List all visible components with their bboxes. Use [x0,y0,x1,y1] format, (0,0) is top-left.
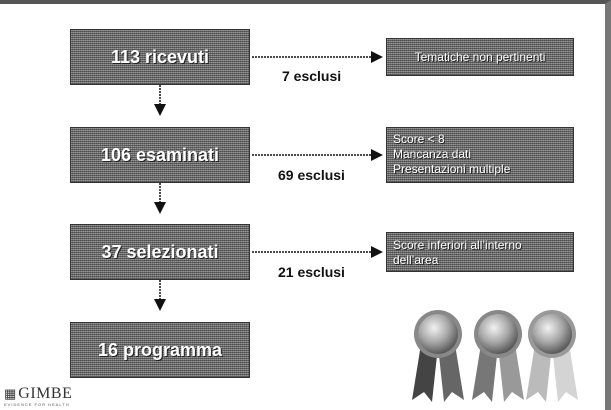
reason-line: Score < 8 [393,132,445,146]
flow-box-received: 113 ricevuti [70,29,250,85]
reason-line: Score inferiori all’interno [393,238,522,252]
reason-line: Mancanza dati [393,147,472,161]
reason-line: Presentazioni multiple [393,162,511,176]
excluded-count-1: 7 esclusi [282,68,342,84]
excluded-count-2: 69 esclusi [278,167,345,183]
flow-box-label: 113 ricevuti [110,46,210,67]
gimbe-logo-icon: ▦ [4,386,17,401]
excluded-count-3: 21 esclusi [278,264,345,280]
reason-box-3: Score inferiori all’interno dell’area [386,232,574,272]
reason-line: dell’area [393,253,439,267]
logo-tagline: EVIDENCE FOR HEALTH [4,402,70,407]
gimbe-logo: ▦ GIMBE [4,386,72,408]
logo-text: GIMBE [18,385,73,402]
flow-box-label: 16 programma [97,339,223,360]
flow-box-label: 37 selezionati [101,241,219,262]
reason-box-1: Tematiche non pertinenti [386,38,574,76]
reason-box-2: Score < 8 Mancanza dati Presentazioni mu… [386,127,574,183]
flow-box-program: 16 programma [70,322,250,378]
award-rosette-icon [526,310,578,402]
flow-box-selected: 37 selezionati [70,224,250,280]
reason-line: Tematiche non pertinenti [414,49,546,64]
award-rosettes [412,310,578,402]
award-rosette-icon [472,310,524,402]
flow-box-examined: 106 esaminati [70,127,250,183]
award-rosette-icon [412,310,464,402]
flow-box-label: 106 esaminati [100,144,220,165]
